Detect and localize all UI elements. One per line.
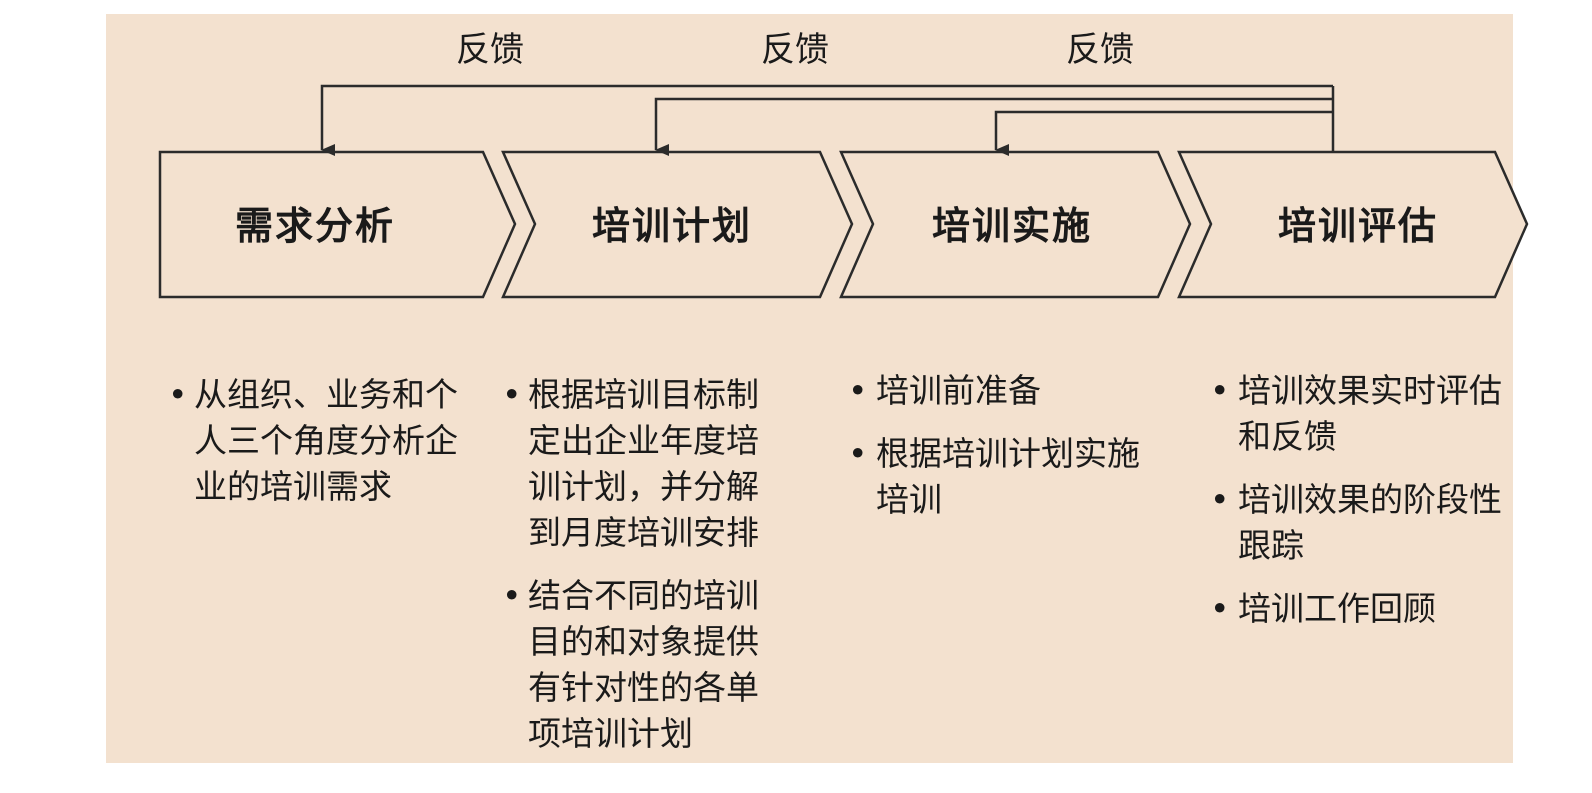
feedback-arrow-to-training-implementation (994, 110, 1333, 156)
details-training-evaluation: 培训效果实时评估和反馈 培训效果的阶段性跟踪 培训工作回顾 (1208, 368, 1508, 649)
stage-chevron-training-plan (501, 150, 854, 299)
detail-item: 结合不同的培训目的和对象提供有针对性的各单项培训计划 (502, 573, 788, 757)
feedback-label-3: 反馈 (1066, 30, 1134, 70)
feedback-label-2: 反馈 (761, 30, 829, 70)
stage-chevron-training-evaluation (1177, 150, 1529, 299)
stage-label-needs-analysis: 需求分析 (235, 204, 395, 248)
feedback-arrow-to-training-plan (654, 97, 1333, 156)
details-needs-analysis: 从组织、业务和个人三个角度分析企业的培训需求 (168, 372, 462, 527)
stage-label-training-plan: 培训计划 (592, 204, 752, 248)
feedback-loops (320, 84, 1335, 156)
details-training-implementation: 培训前准备 根据培训计划实施培训 (846, 368, 1166, 540)
details-training-plan: 根据培训目标制定出企业年度培训计划，并分解到月度培训安排 结合不同的培训目的和对… (502, 372, 788, 774)
detail-item: 培训效果实时评估和反馈 (1208, 368, 1508, 460)
detail-item: 根据培训目标制定出企业年度培训计划，并分解到月度培训安排 (502, 372, 788, 556)
stage-chevrons (158, 150, 1529, 299)
feedback-arrow-to-needs-analysis (320, 84, 1333, 156)
detail-item: 培训工作回顾 (1208, 586, 1508, 632)
stage-label-training-evaluation: 培训评估 (1278, 204, 1438, 248)
detail-item: 培训前准备 (846, 368, 1166, 414)
feedback-label-1: 反馈 (456, 30, 524, 70)
stage-chevron-needs-analysis (158, 150, 517, 299)
stage-label-training-implementation: 培训实施 (932, 204, 1092, 248)
detail-item: 根据培训计划实施培训 (846, 431, 1166, 523)
detail-item: 培训效果的阶段性跟踪 (1208, 477, 1508, 569)
detail-item: 从组织、业务和个人三个角度分析企业的培训需求 (168, 372, 462, 510)
stage-chevron-training-implementation (839, 150, 1192, 299)
